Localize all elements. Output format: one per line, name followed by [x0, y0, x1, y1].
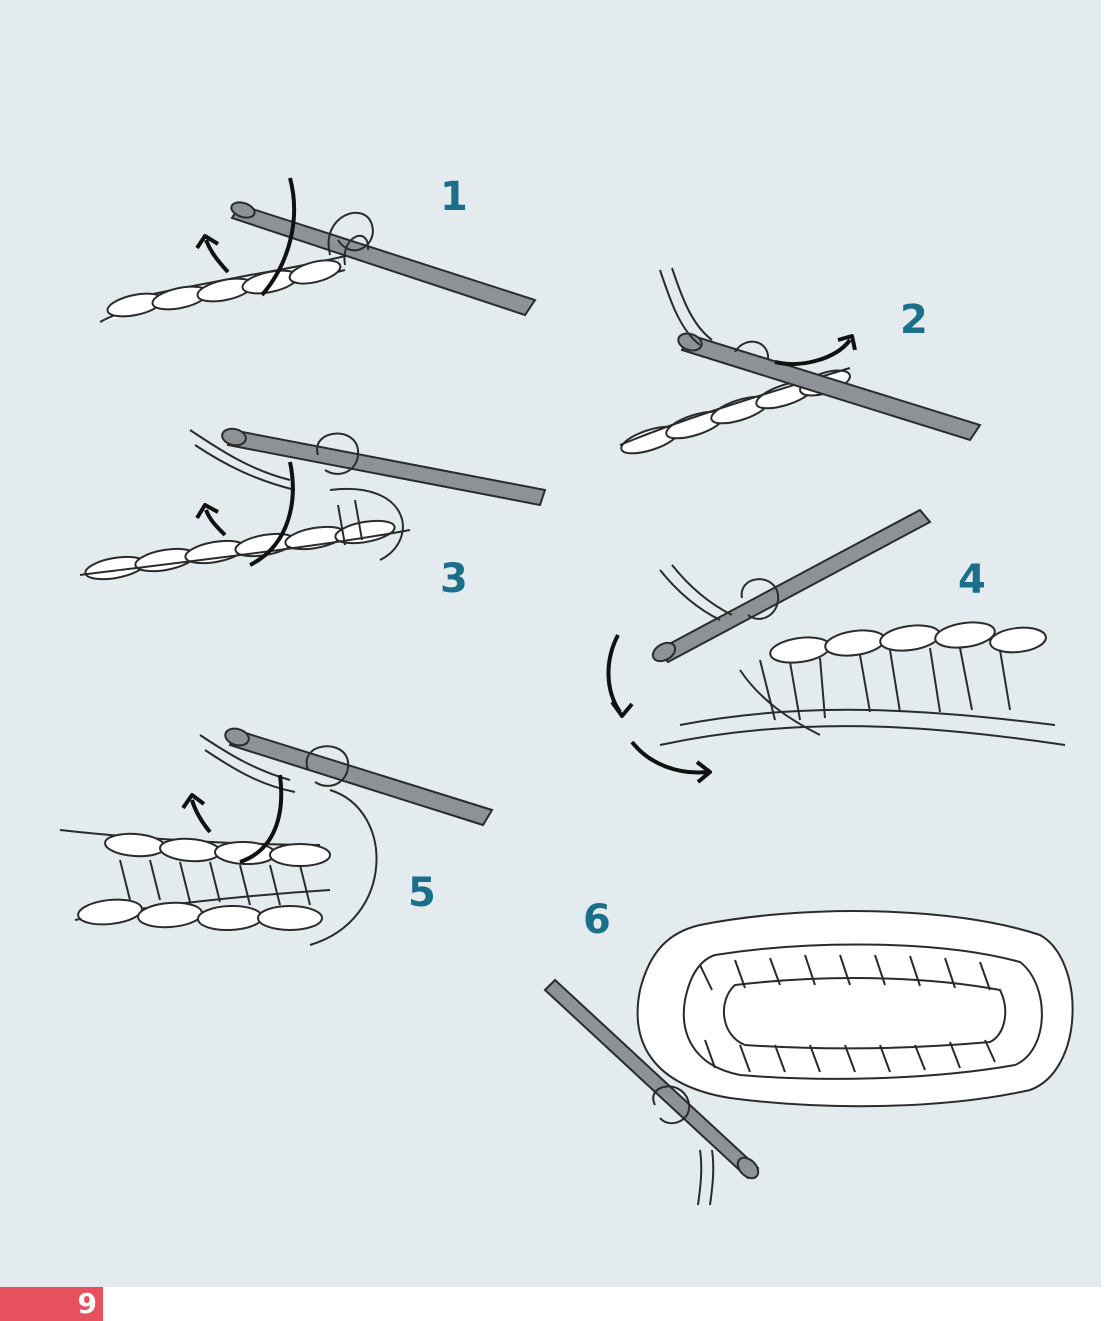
step-6-illustration — [0, 0, 1101, 1287]
oval-round-6 — [638, 911, 1073, 1106]
step-number-6: 6 — [583, 900, 611, 940]
illustration-panel: 1 2 — [0, 0, 1101, 1287]
page-number: 9 — [78, 1290, 97, 1318]
page-number-tab: 9 — [0, 1287, 103, 1321]
